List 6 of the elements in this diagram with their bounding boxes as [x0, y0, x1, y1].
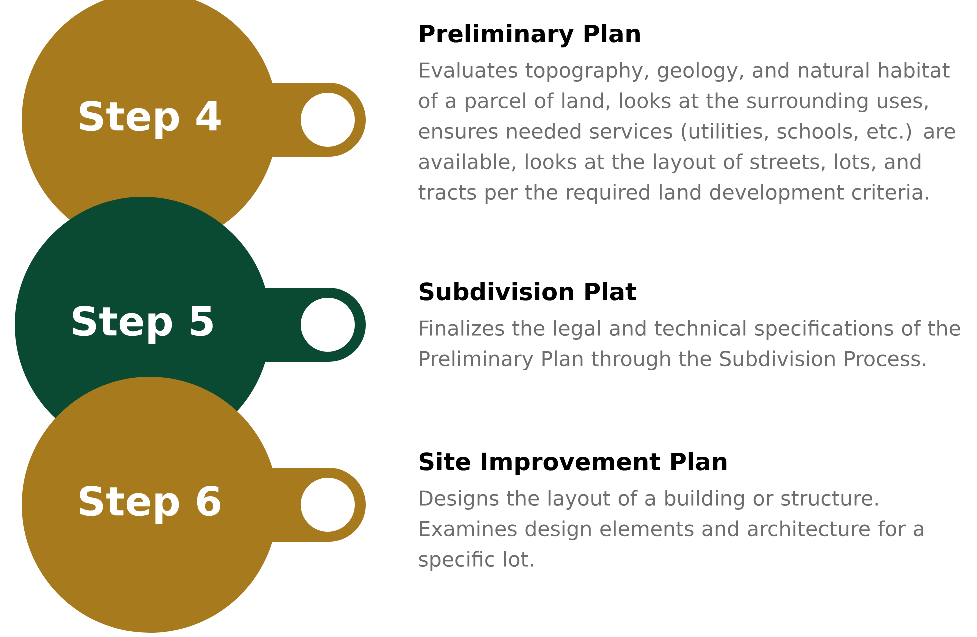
heading: Subdivision Plat — [420, 282, 636, 301]
description: Finalizes the legal and technical specifications of the Preliminary Plan through the Subdivision Process. — [420, 320, 960, 371]
description: Designs the layout of a building or structure. Examines design elements and architecture for a specific lot. — [419, 490, 924, 572]
description: Evaluates topography, geology, and natural habitat of a parcel of land, looks at the surrounding uses, ensures needed services (utilities, schools, etc.) are available, looks at the layout of streets, lots, and tracts per the required land development criteria. — [418, 62, 956, 204]
heading: Preliminary Plan — [420, 24, 640, 48]
heading: Site Improvement Plan — [420, 452, 727, 476]
